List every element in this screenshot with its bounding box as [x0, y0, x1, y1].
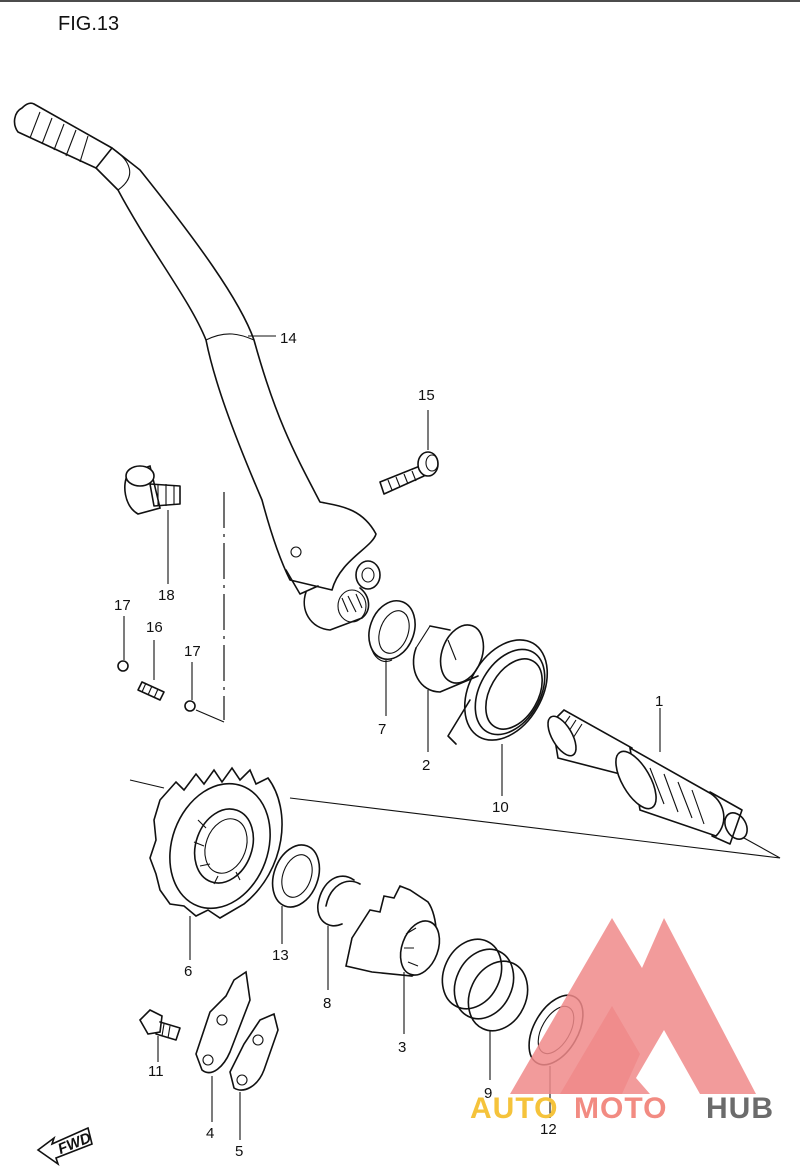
axis-line-right	[289, 797, 781, 859]
kick-shaft-1	[547, 709, 748, 845]
circlip-8	[317, 875, 361, 927]
bolt-18	[124, 464, 181, 515]
watermark-logo: AUTO MOTO HUB	[470, 918, 774, 1125]
fwd-label: FWD	[56, 1129, 94, 1158]
sleeve-2	[412, 624, 485, 693]
callout-3: 3	[398, 1039, 406, 1056]
watermark-text-auto: AUTO	[470, 1092, 558, 1125]
callout-2: 2	[422, 757, 430, 774]
ball-17b	[184, 700, 196, 712]
callout-labels: 14 15 18 17 16 17 7 2 10 1 6 13 8 3 9 12…	[114, 330, 663, 1160]
bolt-11	[139, 1009, 181, 1041]
kick-lever	[13, 102, 381, 631]
plate-5	[229, 1012, 279, 1091]
callout-7: 7	[378, 721, 386, 738]
callout-9: 9	[484, 1085, 492, 1102]
axis-line-left	[129, 779, 165, 789]
spring-10	[447, 639, 549, 745]
callout-1: 1	[655, 693, 663, 710]
callout-14: 14	[280, 330, 297, 347]
ball-17a	[117, 660, 129, 672]
washer-13	[271, 844, 321, 908]
callout-16: 16	[146, 619, 163, 636]
watermark-text-hub: HUB	[706, 1092, 774, 1125]
plate-4	[195, 970, 251, 1074]
callout-13: 13	[272, 947, 289, 964]
fwd-arrow-icon: FWD	[36, 1126, 94, 1167]
watermark-text-moto: MOTO	[574, 1092, 667, 1125]
callout-12: 12	[540, 1121, 557, 1138]
bolt-15	[379, 451, 439, 495]
bushing-7	[368, 600, 416, 663]
callout-4: 4	[206, 1125, 214, 1142]
callout-5: 5	[235, 1143, 243, 1160]
callout-6: 6	[184, 963, 192, 980]
callout-18: 18	[158, 587, 175, 604]
screw-16	[137, 681, 165, 701]
callout-17a: 17	[114, 597, 131, 614]
callout-11: 11	[148, 1063, 164, 1080]
figure-title: FIG.13	[58, 13, 119, 35]
kick-driven-gear-3	[345, 884, 441, 977]
kick-gear-6	[149, 766, 283, 919]
callout-10: 10	[492, 799, 509, 816]
callout-15: 15	[418, 387, 435, 404]
callout-8: 8	[323, 995, 331, 1012]
callout-17b: 17	[184, 643, 201, 660]
spring-9	[441, 938, 529, 1032]
